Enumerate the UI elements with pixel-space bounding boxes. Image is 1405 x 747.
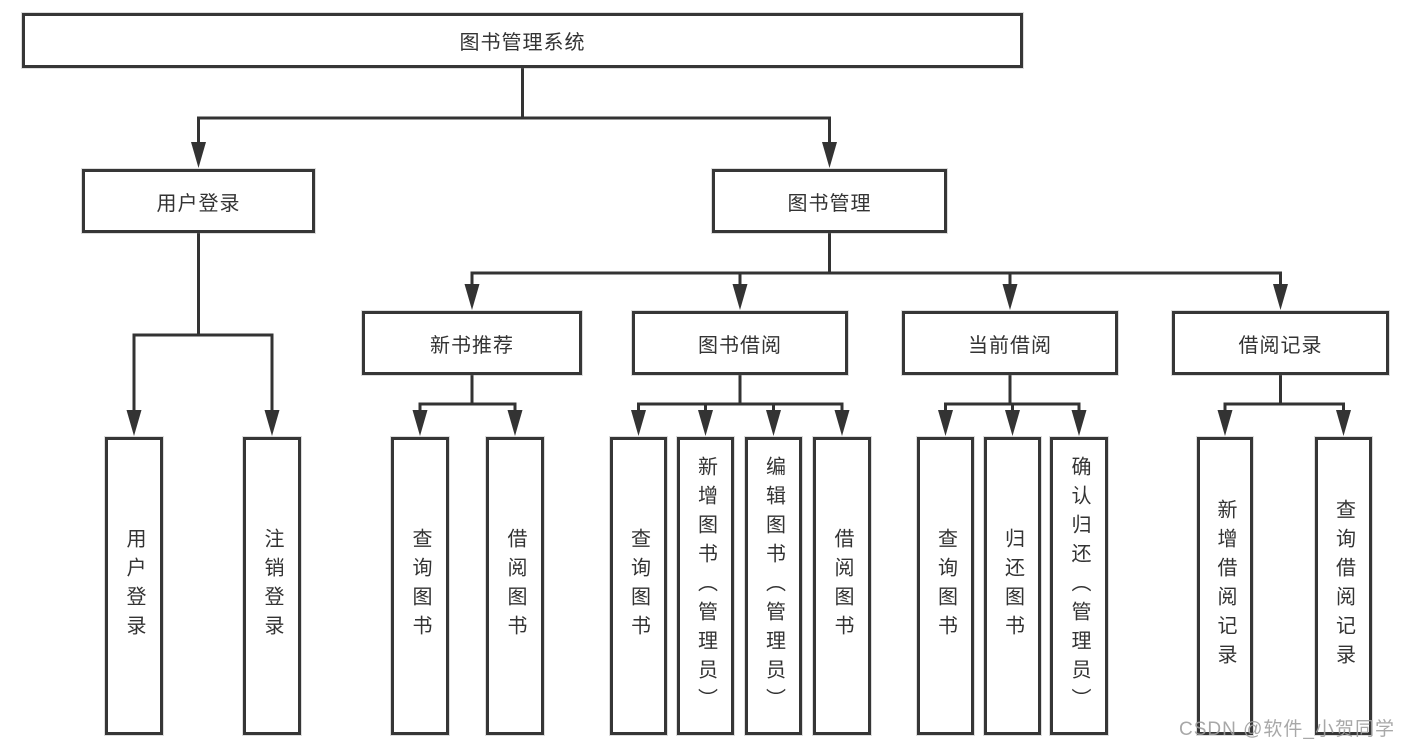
arrowhead	[631, 410, 646, 436]
node-cb-return-books-label: 归还图书	[1001, 528, 1024, 644]
arrowhead	[191, 142, 206, 168]
node-user-login-label: 用户登录	[156, 192, 241, 215]
node-bb-borrow-books: 借阅图书	[813, 437, 871, 735]
node-root-label: 图书管理系统	[459, 32, 586, 54]
node-cb-query-books: 查询图书	[917, 437, 974, 735]
node-book-borrowing: 图书借阅	[632, 311, 848, 375]
arrowhead	[507, 410, 523, 436]
node-bb-query-books: 查询图书	[610, 437, 667, 735]
node-cb-query-books-label: 查询图书	[934, 528, 957, 644]
node-borrowing-records: 借阅记录	[1172, 311, 1389, 375]
connector-book-borrow-to-leaves	[637, 373, 844, 416]
arrowhead	[1005, 410, 1020, 436]
arrowhead	[464, 284, 480, 310]
connector-current-borrow-to-leaves	[944, 373, 1081, 416]
connector-lines	[132, 66, 1345, 416]
node-bb-add-books-admin: 新增图书（管理员）	[677, 437, 734, 735]
arrowhead	[264, 410, 280, 436]
arrowhead	[732, 284, 748, 310]
arrowhead	[766, 410, 781, 436]
arrowhead	[1071, 410, 1087, 436]
node-login: 用户登录	[105, 437, 163, 735]
node-bb-edit-books-admin: 编辑图书（管理员）	[745, 437, 802, 735]
arrowhead	[698, 410, 713, 436]
arrowhead	[1336, 410, 1351, 436]
connector-new-book-to-leaves	[418, 373, 517, 416]
node-cb-confirm-return-admin: 确认归还（管理员）	[1050, 437, 1108, 735]
arrowhead	[938, 410, 953, 436]
node-bb-query-books-label: 查询图书	[627, 528, 650, 644]
arrowhead	[1002, 284, 1018, 310]
node-br-query-record: 查询借阅记录	[1315, 437, 1372, 735]
connector-book-management-to-level3	[470, 231, 1282, 290]
node-root: 图书管理系统	[22, 13, 1023, 68]
node-new-book-recommendation-label: 新书推荐	[430, 334, 514, 357]
node-current-borrowing-label: 当前借阅	[968, 334, 1052, 357]
node-user-login: 用户登录	[82, 169, 315, 233]
node-nbr-borrow-books-label: 借阅图书	[504, 528, 526, 644]
node-borrowing-records-label: 借阅记录	[1238, 334, 1323, 357]
arrowhead	[1273, 284, 1288, 310]
node-login-label: 用户登录	[123, 528, 145, 644]
node-current-borrowing: 当前借阅	[902, 311, 1118, 375]
node-book-management-label: 图书管理	[787, 192, 872, 215]
node-bb-borrow-books-label: 借阅图书	[831, 528, 853, 644]
arrowheads	[126, 142, 1351, 436]
node-nbr-query-books-label: 查询图书	[409, 528, 431, 644]
node-new-book-recommendation: 新书推荐	[362, 311, 582, 375]
node-bb-edit-books-admin-label: 编辑图书（管理员）	[762, 455, 785, 717]
arrowhead	[1217, 410, 1233, 436]
connector-borrow-record-to-leaves	[1223, 373, 1345, 416]
node-cb-return-books: 归还图书	[984, 437, 1041, 735]
connector-root-to-level2	[197, 66, 831, 148]
node-logout-label: 注销登录	[261, 528, 283, 644]
node-logout: 注销登录	[243, 437, 301, 735]
csdn-watermark: CSDN @软件_小贺同学	[1179, 719, 1395, 740]
node-cb-confirm-return-admin-label: 确认归还（管理员）	[1068, 455, 1090, 717]
arrowhead	[412, 410, 428, 436]
arrowhead	[834, 410, 850, 436]
node-book-borrowing-label: 图书借阅	[698, 334, 782, 357]
node-book-management: 图书管理	[712, 169, 947, 233]
connector-user-login-to-leaves	[132, 231, 274, 416]
arrowhead	[126, 410, 142, 436]
node-br-add-record-label: 新增借阅记录	[1214, 499, 1236, 673]
arrowhead	[822, 142, 837, 168]
node-bb-add-books-admin-label: 新增图书（管理员）	[694, 455, 717, 717]
node-nbr-query-books: 查询图书	[391, 437, 449, 735]
node-br-add-record: 新增借阅记录	[1197, 437, 1253, 735]
node-br-query-record-label: 查询借阅记录	[1332, 499, 1355, 673]
node-nbr-borrow-books: 借阅图书	[486, 437, 544, 735]
